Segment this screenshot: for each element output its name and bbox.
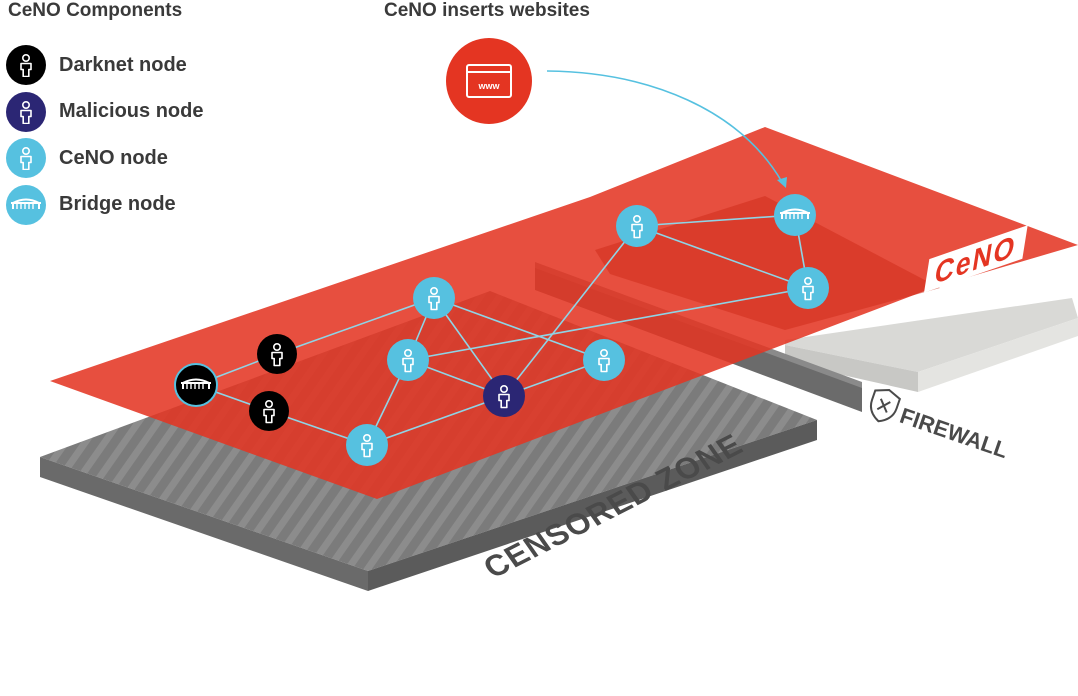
uncensored-slab bbox=[785, 298, 1078, 392]
legend-item-malicious: Malicious node bbox=[6, 89, 203, 136]
website-bubble: www bbox=[446, 38, 532, 124]
malicious-node bbox=[483, 375, 525, 417]
ceno-node bbox=[346, 424, 388, 466]
network-link bbox=[433, 297, 605, 361]
network-link bbox=[636, 225, 809, 289]
bridge-node bbox=[174, 363, 218, 407]
ceno-node bbox=[413, 277, 455, 319]
network-link bbox=[636, 214, 796, 227]
bridge-node bbox=[774, 194, 816, 236]
ceno-plane bbox=[50, 127, 1078, 499]
firewall-label: FIREWALL bbox=[897, 403, 1011, 463]
legend-label: Malicious node bbox=[59, 100, 204, 123]
browser-window-icon: www bbox=[466, 64, 512, 98]
firewall-label-group: FIREWALL bbox=[869, 389, 1011, 463]
darknet-node-icon bbox=[6, 45, 46, 86]
www-label: www bbox=[477, 81, 500, 91]
ceno-node bbox=[387, 339, 429, 381]
legend-label: Bridge node bbox=[59, 193, 176, 216]
ceno-node bbox=[583, 339, 625, 381]
ceno-node bbox=[787, 267, 829, 309]
network-link bbox=[503, 225, 638, 397]
legend-item-darknet: Darknet node bbox=[6, 42, 203, 89]
bridge-node-icon bbox=[6, 184, 46, 225]
network-link bbox=[276, 297, 435, 355]
inserts-title: CeNO inserts websites bbox=[384, 0, 590, 21]
network-nodes bbox=[174, 194, 829, 466]
network-link bbox=[407, 287, 809, 361]
legend-item-ceno: CeNO node bbox=[6, 135, 203, 182]
darknet-node bbox=[249, 391, 289, 431]
malicious-node-icon bbox=[6, 91, 46, 132]
legend-label: Darknet node bbox=[59, 53, 187, 76]
ceno-node-icon bbox=[6, 138, 46, 179]
darknet-node bbox=[257, 334, 297, 374]
legend-item-bridge: Bridge node bbox=[6, 182, 203, 229]
legend: Darknet node Malicious node CeNO node Br… bbox=[6, 42, 203, 228]
components-title: CeNO Components bbox=[8, 0, 183, 21]
shield-icon bbox=[869, 389, 902, 423]
network-link bbox=[366, 395, 505, 446]
ceno-node bbox=[616, 205, 658, 247]
insert-arrow bbox=[546, 70, 787, 188]
legend-label: CeNO node bbox=[59, 146, 168, 169]
